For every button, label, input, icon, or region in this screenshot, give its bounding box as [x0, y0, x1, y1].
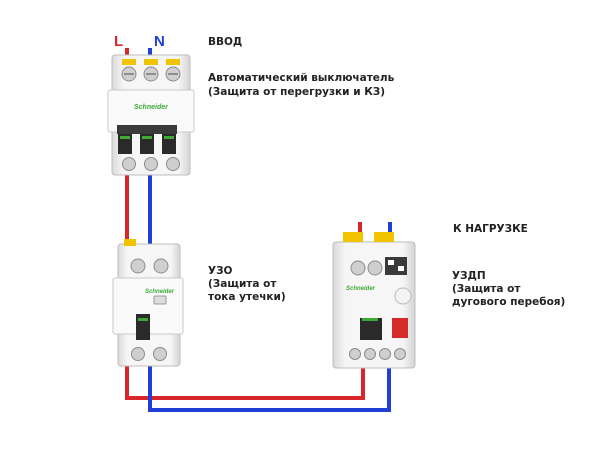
breaker-brand-logo: Schneider	[134, 104, 169, 111]
afdd-desc-line2: дугового перебоя)	[452, 296, 566, 308]
input-label: ВВОД	[208, 36, 243, 48]
afdd-bottom-terminals	[349, 348, 406, 360]
phase-label: L	[114, 33, 124, 50]
afdd-test-button	[392, 318, 408, 338]
breaker-handles	[117, 125, 177, 154]
breaker-title: Автоматический выключатель	[208, 72, 395, 84]
afdd-brand-logo: Schneider	[346, 286, 376, 292]
rcd-bottom-terminals	[131, 347, 167, 361]
circuit-breaker: Schneider	[107, 54, 195, 176]
rcd-test-button	[153, 295, 167, 305]
rcd-brand-logo: Schneider	[145, 289, 175, 295]
afdd-top-terminals	[350, 260, 383, 276]
rcd-top-terminals	[130, 258, 169, 274]
afdd-title: УЗДП	[452, 270, 486, 282]
rcd: Schneider	[112, 239, 184, 367]
neutral-label: N	[154, 33, 165, 50]
to-load-label: К НАГРУЗКЕ	[453, 223, 528, 235]
afdd-indicator	[394, 287, 412, 305]
afdd: Schneider	[332, 232, 416, 369]
rcd-title: УЗО	[208, 265, 233, 277]
rcd-desc-line2: тока утечки)	[208, 291, 286, 303]
breaker-bottom-terminals	[122, 157, 180, 171]
rcd-handle	[136, 314, 150, 340]
rcd-desc-line1: (Защита от	[208, 278, 277, 290]
afdd-handle	[360, 318, 382, 340]
breaker-desc: (Защита от перегрузки и КЗ)	[208, 86, 386, 98]
afdd-desc-line1: (Защита от	[452, 283, 521, 295]
